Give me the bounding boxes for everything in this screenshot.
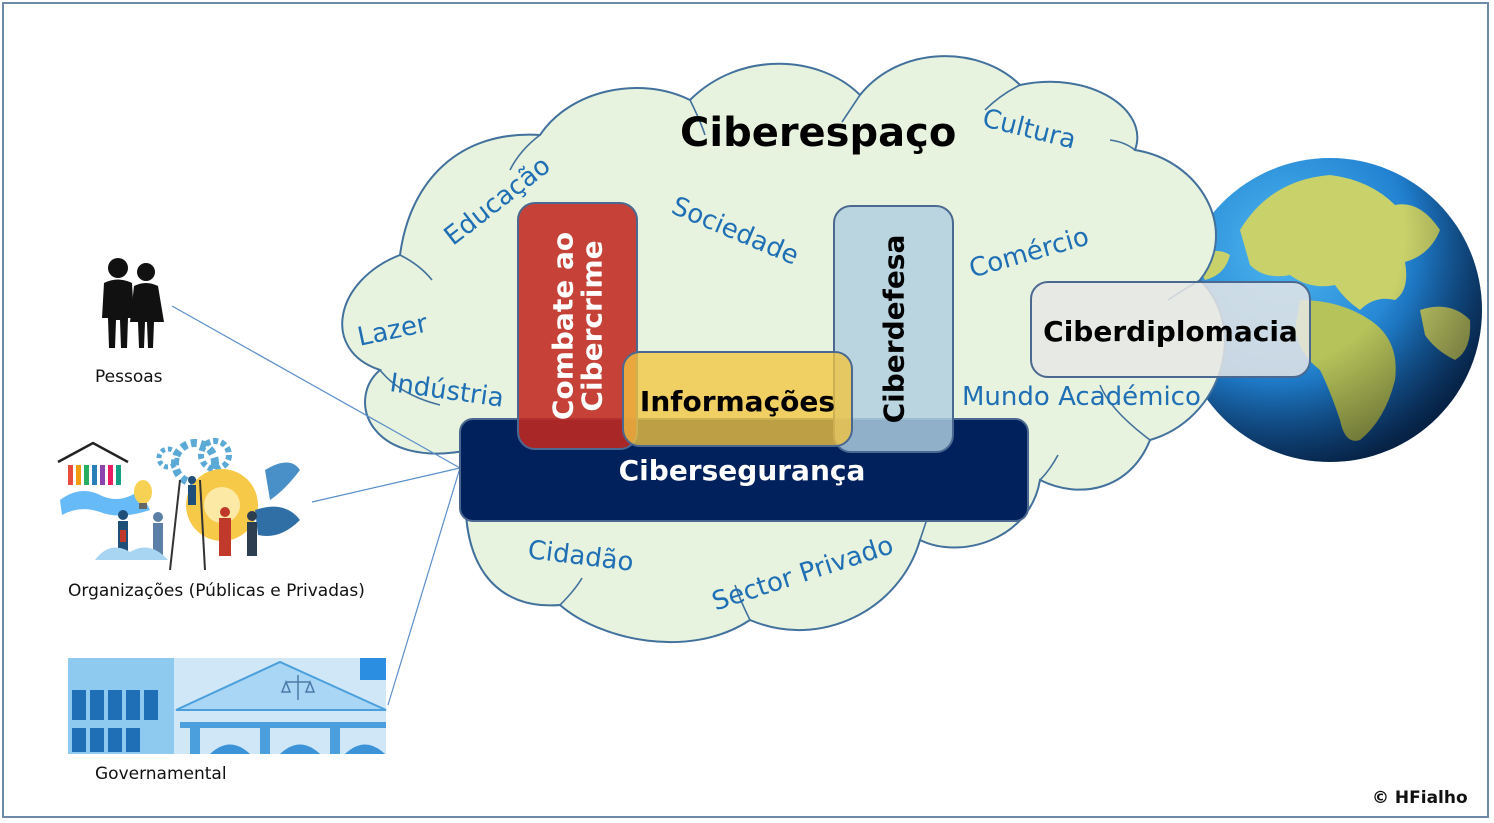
people-icon xyxy=(102,258,164,348)
ciberseguranca-label: Cibersegurança xyxy=(618,454,866,487)
globe-icon xyxy=(1178,158,1482,462)
connector-line-governamental xyxy=(387,467,461,706)
cyberspace-title: Ciberespaço xyxy=(680,110,957,156)
informacoes-label: Informações xyxy=(639,385,836,418)
ciberdefesa-box: Ciberdefesa xyxy=(833,205,954,453)
connector-line-organizacoes xyxy=(311,467,461,503)
ciberdefesa-label: Ciberdefesa xyxy=(876,234,910,424)
connector-line-pessoas xyxy=(171,305,461,469)
organizacoes-label: Organizações (Públicas e Privadas) xyxy=(68,581,365,601)
pessoas-label: Pessoas xyxy=(95,367,163,387)
cloud-word-mundo-academico: Mundo Académico xyxy=(962,382,1201,412)
government-building-illustration xyxy=(68,658,387,754)
governamental-label: Governamental xyxy=(95,764,227,784)
combate-cibercrime-label: Combate ao Cibercrime xyxy=(546,231,609,421)
copyright-label: © HFialho xyxy=(1372,788,1468,808)
ciberdiplomacia-label: Ciberdiplomacia xyxy=(1043,315,1298,348)
organizations-illustration xyxy=(57,438,300,571)
combate-cibercrime-box: Combate ao Cibercrime xyxy=(517,202,638,450)
informacoes-box: Informações xyxy=(622,351,853,447)
ciberdiplomacia-box: Ciberdiplomacia xyxy=(1030,281,1311,378)
